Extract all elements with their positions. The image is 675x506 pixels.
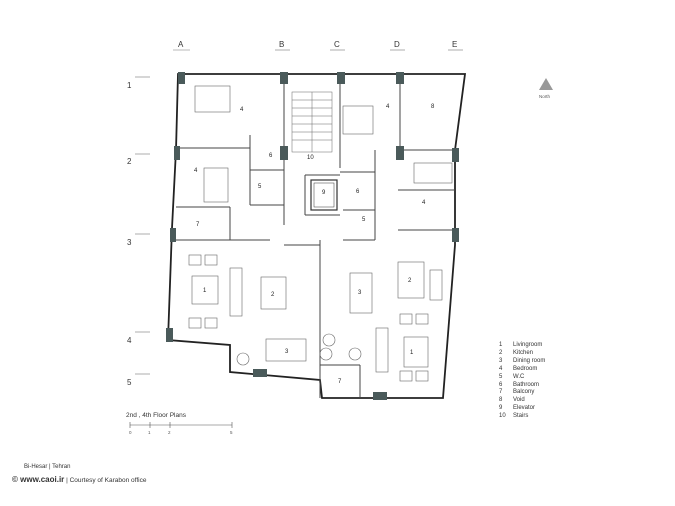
legend-room-name: Balcony <box>513 389 535 396</box>
legend-room-name: Elevator <box>513 405 536 412</box>
grid-label-4: 4 <box>127 336 132 345</box>
stairs <box>291 91 333 153</box>
source-credit: © www.caoi.ir | Courtesy of Karabon offi… <box>12 475 146 484</box>
grid-row-labels: 1 2 3 4 5 <box>127 81 132 387</box>
room-label: 7 <box>338 379 342 385</box>
room-label: 1 <box>203 288 207 294</box>
room-label: 2 <box>271 292 275 298</box>
grid-column-labels: A B C D E <box>178 40 457 49</box>
legend-number: 3 <box>499 357 503 364</box>
legend-room-name: Bathroom <box>513 381 540 388</box>
legend-number: 6 <box>499 381 503 388</box>
scale-label: 1 <box>148 430 151 435</box>
legend-room-name: Bedroom <box>513 365 538 372</box>
room-label: 4 <box>240 107 244 113</box>
grid-label-3: 3 <box>127 238 132 247</box>
exterior-walls <box>167 73 467 399</box>
legend-item: 5 W.C <box>499 374 545 382</box>
room-labels-right: 4 8 6 5 4 3 2 1 7 <box>338 104 435 385</box>
room-label: 8 <box>431 104 435 110</box>
legend-item: 1 Livingroom <box>499 342 545 350</box>
room-label: 6 <box>269 153 273 159</box>
room-label: 4 <box>194 168 198 174</box>
legend-room-name: W.C <box>513 373 525 380</box>
scale-label: 0 <box>129 430 132 435</box>
room-label: 7 <box>196 222 200 228</box>
legend-number: 8 <box>499 397 503 404</box>
plan-caption: 2nd , 4th Floor Plans <box>126 412 186 419</box>
north-label: North <box>539 94 551 99</box>
legend-item: 2 Kitchen <box>499 350 545 358</box>
project-credit: Bi-Hesar | Tehran <box>24 464 71 470</box>
scale-label: 5 <box>230 430 233 435</box>
elevator <box>310 179 338 211</box>
legend-number: 1 <box>499 342 503 348</box>
legend-number: 9 <box>499 405 503 412</box>
courtesy-text: Courtesy of Karabon office <box>69 477 147 484</box>
grid-label-d: D <box>394 40 400 49</box>
room-label: 5 <box>258 184 262 190</box>
interior-walls <box>176 74 455 398</box>
room-label: 5 <box>362 217 366 223</box>
legend-room-name: Stairs <box>513 413 529 420</box>
room-label: 3 <box>358 290 362 296</box>
grid-label-2: 2 <box>127 157 132 166</box>
room-labels-left: 4 4 6 5 7 1 2 3 10 9 <box>194 107 326 355</box>
room-label: 4 <box>422 200 426 206</box>
legend-number: 2 <box>499 349 503 356</box>
legend-room-name: Void <box>513 397 525 404</box>
north-arrow: North <box>539 78 553 99</box>
legend-room-name: Dining room <box>513 357 546 364</box>
source-site: © www.caoi.ir <box>12 475 65 484</box>
grid-axes <box>135 49 463 375</box>
furniture <box>188 85 453 382</box>
legend-number: 5 <box>499 373 503 380</box>
room-label: 9 <box>322 190 326 196</box>
room-label: 2 <box>408 278 412 284</box>
legend-item: 6 Bathroom <box>499 382 545 390</box>
credit-separator: | <box>64 477 70 484</box>
legend-item: 3 Dining room <box>499 358 545 366</box>
room-label: 1 <box>410 350 414 356</box>
legend-room-name: Kitchen <box>513 349 534 356</box>
legend-item: 10 Stairs <box>499 413 545 421</box>
legend-item: 7 Balcony <box>499 389 545 397</box>
legend-room-name: Livingroom <box>513 342 543 348</box>
scale-bar: 0 1 2 5 <box>129 422 233 435</box>
grid-label-a: A <box>178 40 184 49</box>
grid-label-e: E <box>452 40 457 49</box>
legend-item: 4 Bedroom <box>499 366 545 374</box>
room-label: 6 <box>356 189 360 195</box>
legend-item: 8 Void <box>499 397 545 405</box>
legend-item: 9 Elevator <box>499 405 545 413</box>
room-label: 10 <box>307 155 314 161</box>
room-label: 4 <box>386 104 390 110</box>
legend-number: 7 <box>499 389 503 396</box>
grid-label-b: B <box>279 40 284 49</box>
legend-number: 4 <box>499 365 503 372</box>
legend-number: 10 <box>499 413 506 420</box>
north-arrow-icon <box>539 78 553 90</box>
grid-label-c: C <box>334 40 340 49</box>
grid-label-5: 5 <box>127 378 132 387</box>
scale-label: 2 <box>168 430 171 435</box>
structural-columns <box>166 72 459 400</box>
grid-label-1: 1 <box>127 81 132 90</box>
room-label: 3 <box>285 349 289 355</box>
room-legend: 1 Livingroom 2 Kitchen 3 Dining room 4 Bedroom 5… <box>499 342 545 421</box>
